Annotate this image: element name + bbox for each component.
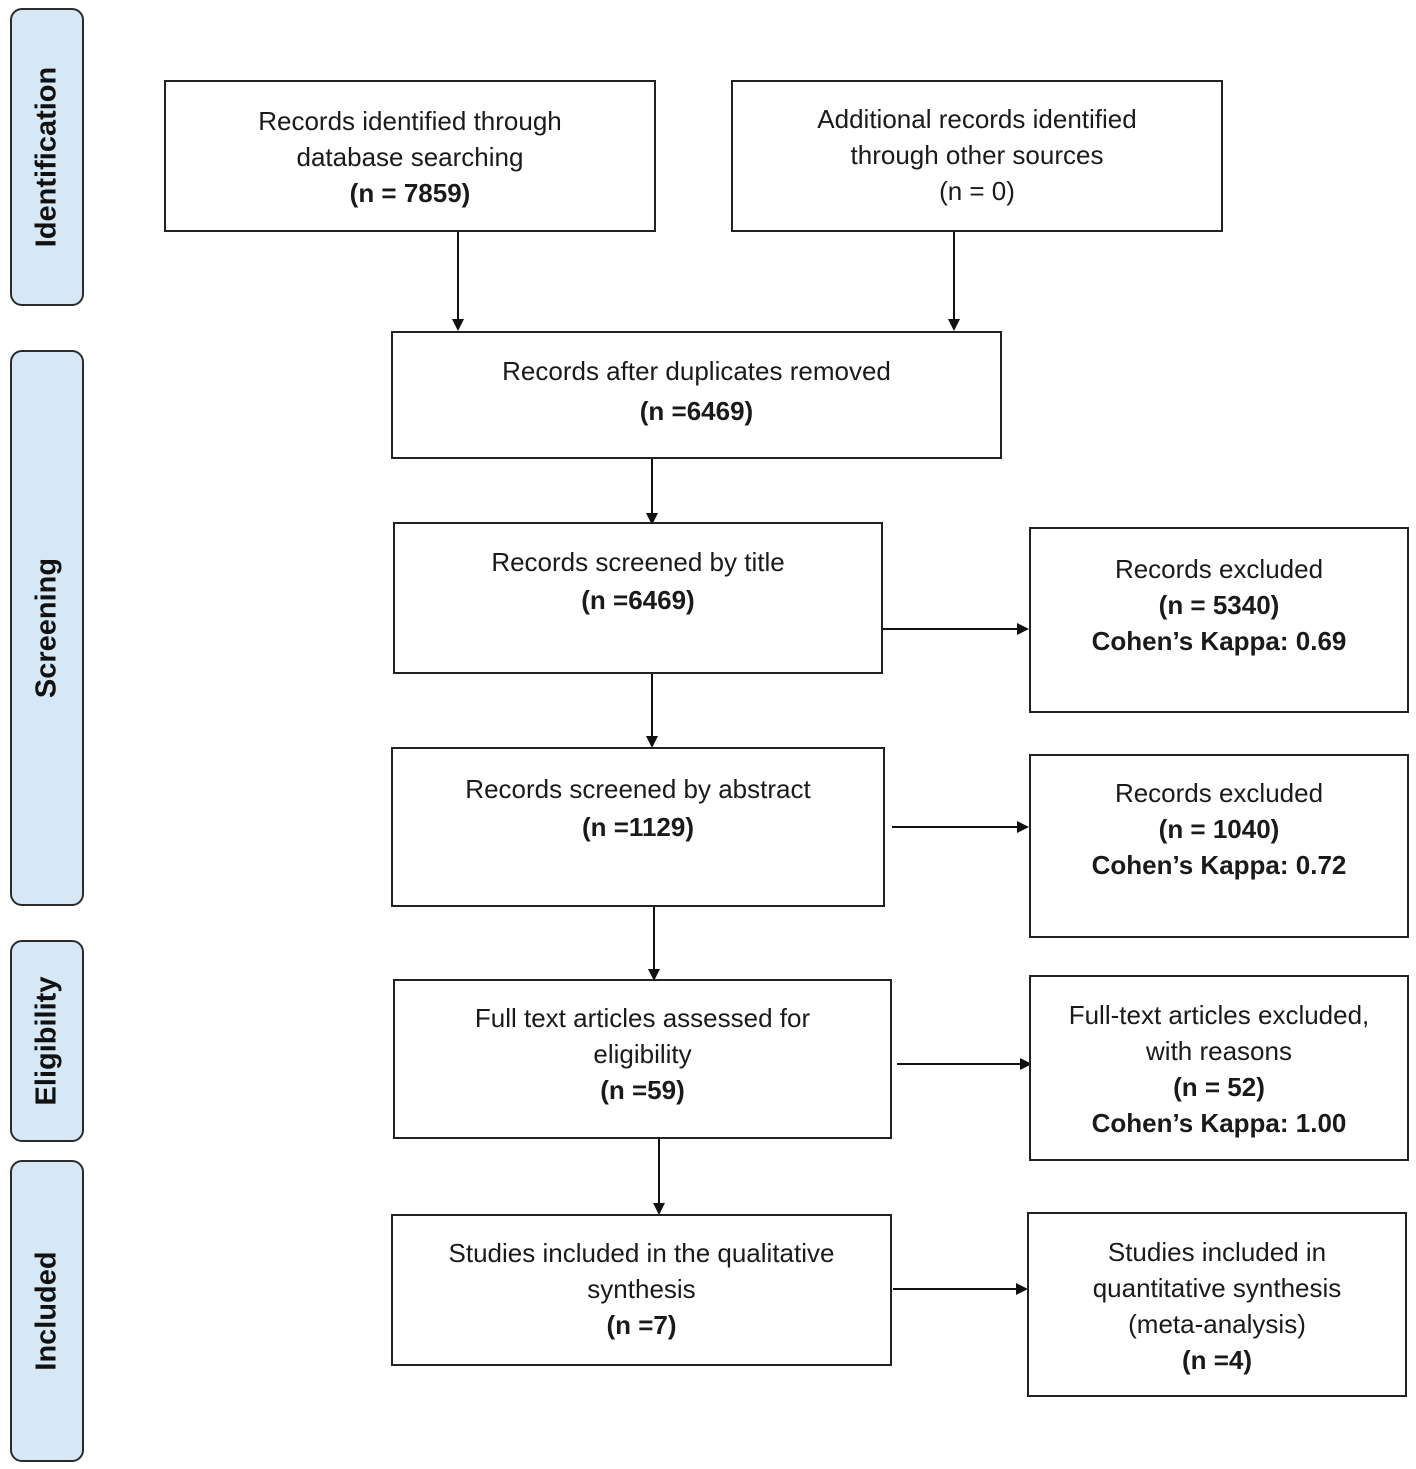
qualitative-line1: Studies included in the qualitative [448, 1238, 835, 1268]
fulltext-assessed-count: (n =59) [600, 1075, 685, 1105]
title-excluded-kappa: Cohen’s Kappa: 0.69 [1091, 626, 1347, 656]
abstract-excluded-kappa: Cohen’s Kappa: 0.72 [1091, 850, 1347, 880]
title-excluded-count: (n = 5340) [1158, 590, 1280, 620]
qualitative-count: (n =7) [606, 1310, 677, 1340]
quantitative-count: (n =4) [1181, 1345, 1253, 1375]
fulltext-assessed-line1: Full text articles assessed for [474, 1003, 811, 1033]
abstract-excluded-count: (n = 1040) [1158, 814, 1280, 844]
quantitative-line2: quantitative synthesis [1092, 1273, 1342, 1303]
stage-eligibility: Eligibility [10, 940, 84, 1142]
box-abstract-excluded: Records excluded (n = 1040) Cohen’s Kapp… [1029, 754, 1409, 938]
title-excluded-line1: Records excluded [1114, 554, 1324, 584]
box-duplicates-removed: Records after duplicates removed (n =646… [391, 331, 1002, 459]
db-search-line1: Records identified through [258, 106, 562, 136]
box-quantitative-synthesis: Studies included in quantitative synthes… [1027, 1212, 1407, 1397]
fulltext-excluded-kappa: Cohen’s Kappa: 1.00 [1091, 1108, 1347, 1138]
quantitative-line1: Studies included in [1107, 1237, 1327, 1267]
abstract-excluded-line1: Records excluded [1114, 778, 1324, 808]
db-search-line2: database searching [296, 142, 524, 172]
abstract-screen-count: (n =1129) [581, 812, 694, 842]
box-fulltext-excluded: Full-text articles excluded, with reason… [1029, 975, 1409, 1161]
abstract-screen-line1: Records screened by abstract [465, 774, 811, 804]
box-screened-by-title: Records screened by title (n =6469) [393, 522, 883, 674]
other-sources-line2: through other sources [850, 140, 1104, 170]
title-screen-count: (n =6469) [581, 585, 695, 615]
stage-screening: Screening [10, 350, 84, 906]
fulltext-assessed-line2: eligibility [593, 1039, 692, 1069]
box-title-excluded: Records excluded (n = 5340) Cohen’s Kapp… [1029, 527, 1409, 713]
title-screen-line1: Records screened by title [491, 547, 785, 577]
stage-identification: Identification [10, 8, 84, 306]
fulltext-excluded-count: (n = 52) [1173, 1072, 1265, 1102]
box-qualitative-synthesis: Studies included in the qualitative synt… [391, 1214, 892, 1366]
stage-included: Included [10, 1160, 84, 1462]
quantitative-line3: (meta-analysis) [1128, 1309, 1306, 1339]
fulltext-excluded-line2: with reasons [1146, 1036, 1292, 1066]
box-fulltext-assessed: Full text articles assessed for eligibil… [393, 979, 892, 1139]
box-screened-by-abstract: Records screened by abstract (n =1129) [391, 747, 885, 907]
db-search-count: (n = 7859) [349, 178, 471, 208]
qualitative-line2: synthesis [587, 1274, 696, 1304]
dedup-line1: Records after duplicates removed [502, 356, 891, 386]
other-sources-line1: Additional records identified [817, 104, 1137, 134]
box-other-sources: Additional records identified through ot… [731, 80, 1223, 232]
other-sources-count: (n = 0) [939, 176, 1015, 206]
dedup-count: (n =6469) [639, 396, 754, 426]
fulltext-excluded-line1: Full-text articles excluded, [1068, 1000, 1370, 1030]
box-database-searching: Records identified through database sear… [164, 80, 656, 232]
